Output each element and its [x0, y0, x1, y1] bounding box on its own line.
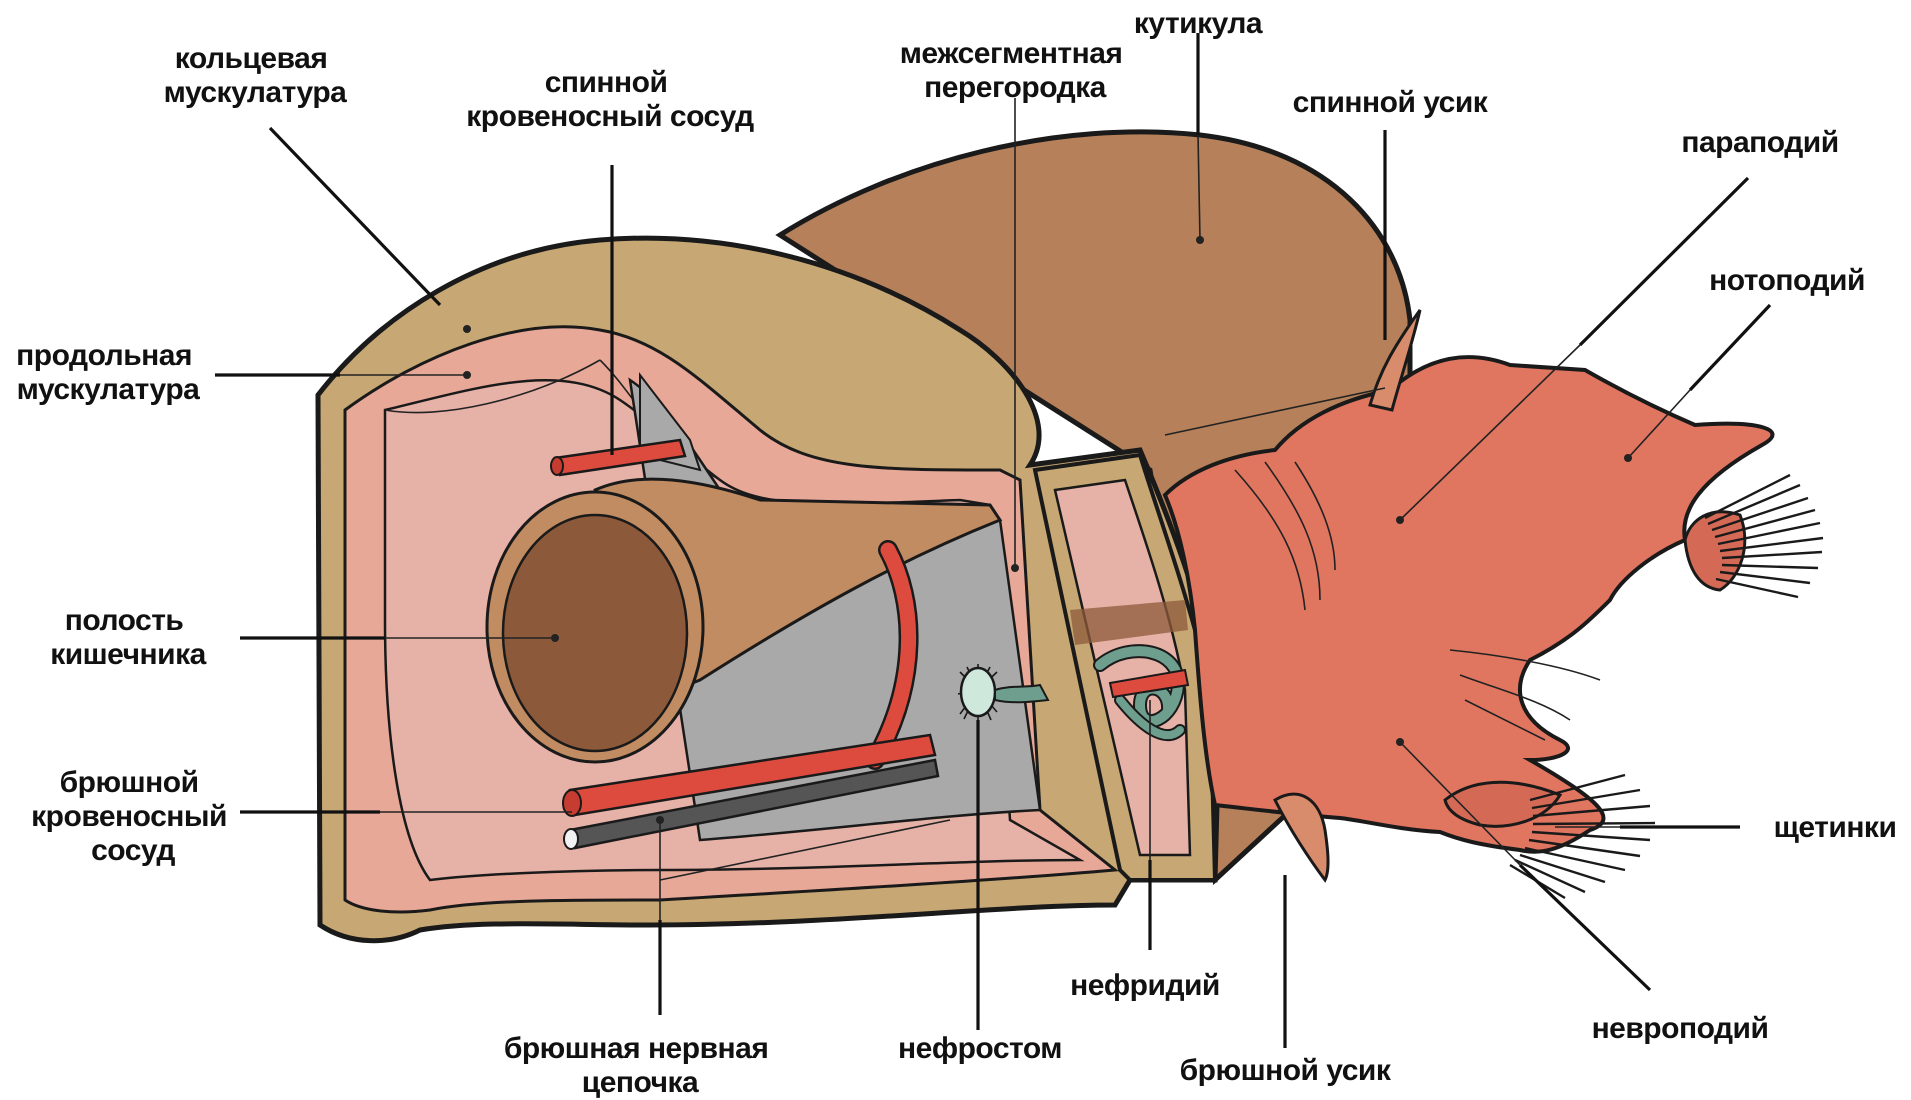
label-nephridium: нефридий	[1070, 969, 1220, 1002]
label-parapodium: параподий	[1681, 126, 1838, 159]
label-dorsal-cirrus: спинной усик	[1293, 86, 1489, 119]
dorsal-vessel-end	[551, 457, 563, 475]
label-circular-muscles: кольцевая мускулатура	[164, 42, 348, 109]
gut-lumen	[503, 515, 687, 751]
label-septum: межсегментная перегородка	[900, 37, 1131, 104]
label-longitudinal-muscles: продольная мускулатура	[16, 339, 200, 406]
label-notopodium: нотоподий	[1709, 264, 1865, 297]
label-dorsal-vessel: спинной кровеносный сосуд	[466, 66, 754, 133]
label-cuticle: кутикула	[1134, 7, 1263, 40]
label-nerve-cord: брюшная нервная цепочка	[504, 1032, 776, 1099]
dot-circular-muscles	[463, 325, 471, 333]
label-gut-cavity: полость кишечника	[50, 604, 206, 671]
label-ventral-vessel: брюшной кровеносный сосуд	[31, 766, 235, 867]
label-chaetae: щетинки	[1774, 811, 1897, 844]
label-ventral-cirrus: брюшной усик	[1180, 1054, 1392, 1087]
nerve-cord-end	[564, 829, 578, 849]
label-neuropodium: невроподий	[1592, 1012, 1769, 1045]
notopodium-lobe	[1685, 512, 1745, 590]
label-nephrostome: нефростом	[898, 1032, 1062, 1065]
